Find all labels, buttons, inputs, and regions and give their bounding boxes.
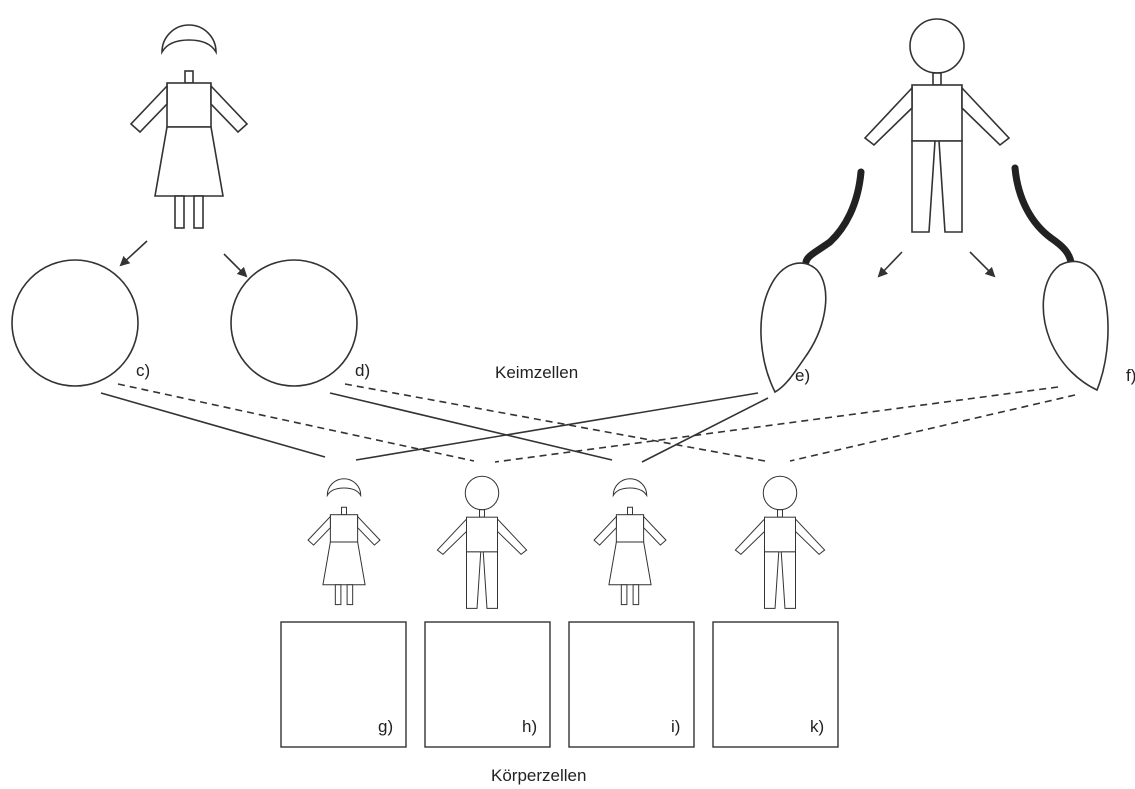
cell-label-i: i) <box>671 717 680 736</box>
cell-label-f: f) <box>1126 366 1135 385</box>
germ-cells-label: Keimzellen <box>495 363 578 382</box>
sperm-cell-f <box>1011 164 1109 392</box>
body-cells-label: Körperzellen <box>491 766 586 785</box>
body-cell-box-h <box>424 621 551 748</box>
fertilization-lines <box>100 383 1076 463</box>
mother-arrow-right <box>223 253 248 278</box>
cell-label-c: c) <box>136 361 150 380</box>
child-male-k <box>734 475 826 609</box>
body-cell-box-k <box>712 621 839 748</box>
egg-cell-c <box>11 259 139 387</box>
cell-label-e: e) <box>795 366 810 385</box>
body-cell-box-i <box>568 621 695 748</box>
child-male-h <box>436 475 528 609</box>
cell-label-d: d) <box>355 361 370 380</box>
child-female-i <box>593 478 667 606</box>
mother-arrow-left <box>119 240 148 267</box>
mother-figure <box>130 24 248 229</box>
father-arrow-right <box>969 251 996 278</box>
cell-label-g: g) <box>378 717 393 736</box>
body-cell-box-g <box>280 621 407 748</box>
father-figure <box>864 18 1010 233</box>
child-female-g <box>307 478 381 606</box>
father-arrow-left <box>877 251 903 278</box>
cell-label-k: k) <box>810 717 824 736</box>
egg-cell-d <box>230 259 358 387</box>
sperm-cell-e <box>760 168 865 394</box>
cell-label-h: h) <box>522 717 537 736</box>
